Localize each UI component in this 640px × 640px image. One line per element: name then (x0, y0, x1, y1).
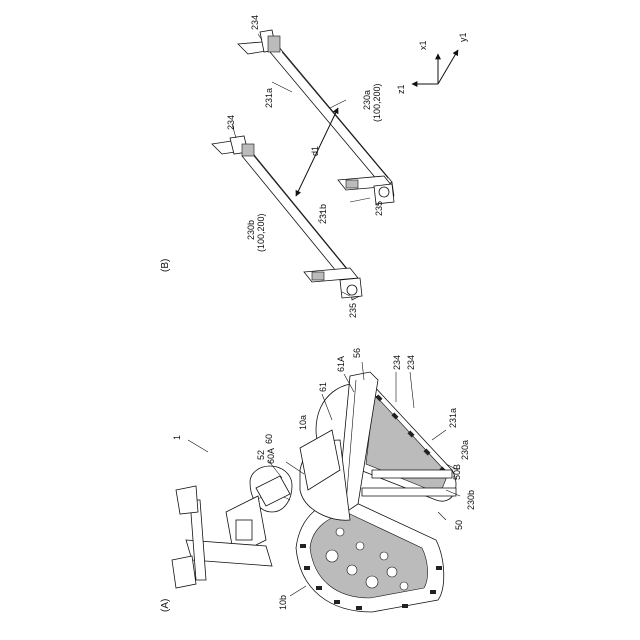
label-230a-coords: (100,200) (372, 83, 382, 122)
label-231a-a: 231a (448, 408, 458, 428)
robot-drawing (172, 362, 460, 612)
label-234-top: 234 (250, 15, 260, 30)
axis-label-z1: z1 (396, 84, 406, 94)
label-56: 56 (352, 348, 362, 358)
axis-indicator (412, 50, 458, 84)
label-235-right: 235 (374, 201, 384, 216)
label-235-left: 235 (348, 303, 358, 318)
rails-drawing (212, 30, 394, 300)
label-231a-b: 231a (264, 88, 274, 108)
axis-label-x1: x1 (418, 40, 428, 50)
y-axis-arrow (438, 50, 458, 84)
label-d1: d1 (310, 146, 320, 156)
label-230a-b: 230a (362, 90, 372, 110)
label-234-mid: 234 (226, 115, 236, 130)
label-234-a2: 234 (406, 355, 416, 370)
panel-label-a: (A) (160, 599, 171, 612)
label-10a: 10a (298, 415, 308, 430)
leg-230b (362, 488, 456, 496)
label-50B: 50B (452, 464, 462, 480)
label-231b: 231b (318, 204, 328, 224)
label-230b-b: 230b (246, 220, 256, 240)
label-60A: 60A (266, 448, 276, 464)
label-61: 61 (318, 382, 328, 392)
label-230b-coords: (100,200) (256, 213, 266, 252)
rail-230b (212, 136, 362, 300)
axis-label-y1: y1 (458, 32, 468, 42)
label-61A: 61A (336, 356, 346, 372)
panel-label-b: (B) (160, 259, 171, 272)
leg-230a (372, 470, 452, 478)
label-50: 50 (454, 520, 464, 530)
label-10b: 10b (278, 595, 288, 610)
label-60: 60 (264, 434, 274, 444)
label-230b-a: 230b (466, 490, 476, 510)
label-234-a1: 234 (392, 355, 402, 370)
label-52: 52 (256, 450, 266, 460)
label-230a-a: 230a (460, 440, 470, 460)
label-1: 1 (172, 435, 182, 440)
